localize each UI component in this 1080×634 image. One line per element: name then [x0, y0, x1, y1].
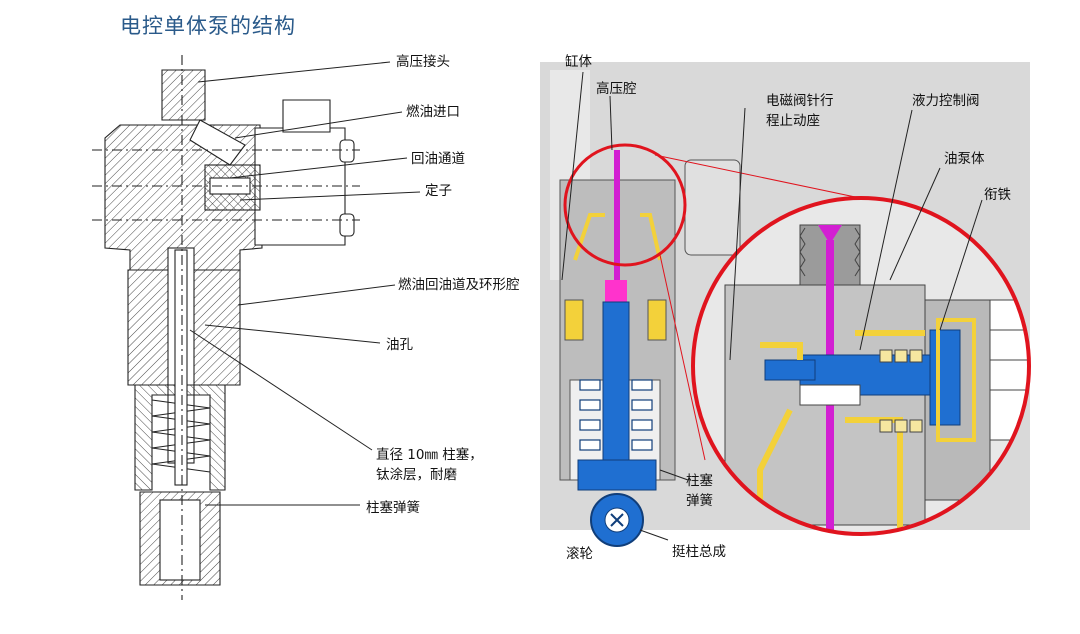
left-section-drawing	[92, 55, 360, 600]
label-return-channel: 回油通道	[411, 151, 465, 167]
label-solenoid-valve-line2: 程止动座	[766, 113, 820, 129]
label-tappet-assembly: 挺柱总成	[672, 544, 726, 560]
page-title: 电控单体泵的结构	[120, 14, 296, 38]
label-armature: 衔铁	[984, 187, 1011, 203]
label-plunger-spring: 柱塞弹簧	[366, 500, 420, 516]
label-fuel-inlet: 燃油进口	[406, 104, 460, 120]
label-high-pressure-chamber: 高压腔	[596, 81, 637, 97]
label-oil-hole: 油孔	[386, 337, 413, 353]
zoom-circle-outline	[691, 196, 1031, 536]
label-plunger-spring-right-2: 弹簧	[686, 493, 713, 509]
label-return-channel-annular: 燃油回油道及环形腔	[398, 277, 520, 293]
label-hydraulic-control-valve: 液力控制阀	[912, 93, 980, 109]
label-cylinder-body: 缸体	[565, 54, 592, 70]
label-pump-body: 油泵体	[944, 151, 985, 167]
left-leader-lines	[189, 61, 421, 506]
label-plunger-line1: 直径 10㎜ 柱塞，	[376, 447, 483, 463]
label-roller: 滚轮	[566, 546, 593, 562]
label-solenoid-valve-line1: 电磁阀针行	[766, 93, 834, 109]
right-leader-lines	[561, 71, 983, 541]
zoom-detail	[693, 198, 1029, 534]
label-plunger-line2: 钛涂层，耐磨	[376, 467, 457, 483]
label-stator: 定子	[425, 183, 452, 199]
label-high-pressure-connector: 高压接头	[396, 54, 450, 70]
label-plunger-spring-right-1: 柱塞	[686, 473, 713, 489]
